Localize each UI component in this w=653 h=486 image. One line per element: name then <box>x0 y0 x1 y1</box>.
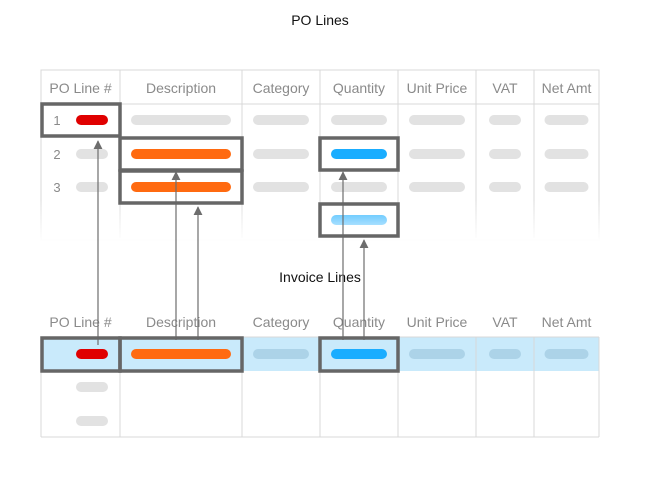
po-table-row: 1 <box>53 113 589 128</box>
invoice_section-header-category: Category <box>253 314 310 330</box>
po-cell-placeholder <box>131 182 231 192</box>
po-cell-placeholder <box>409 149 465 159</box>
po-cell-placeholder <box>76 182 108 192</box>
po_section-header-vat: VAT <box>492 80 518 96</box>
frame-po-line-2-quantity <box>318 136 400 172</box>
po-cell-placeholder <box>253 182 309 192</box>
frame-po-extra-quantity <box>318 202 400 238</box>
invoice-lines-table: PO Line # Description Category Quantity Unit… <box>40 314 600 438</box>
invoice_section-header-vat: VAT <box>492 314 518 330</box>
po-cell-placeholder <box>544 149 589 159</box>
po-cell-placeholder <box>76 115 108 125</box>
po_section-header-category: Category <box>253 80 310 96</box>
invoice-cell-placeholder <box>76 382 108 392</box>
invoice-cell-placeholder <box>76 416 108 426</box>
invoice_section-header-quantity: Quantity <box>333 314 385 330</box>
invoice_section-header-unit-price: Unit Price <box>407 314 468 330</box>
po_section-header-quantity: Quantity <box>333 80 385 96</box>
po-cell-placeholder <box>489 182 521 192</box>
po-row-number: 1 <box>53 113 60 128</box>
po-cell-placeholder <box>331 149 387 159</box>
po-cell-placeholder <box>76 149 108 159</box>
invoice-cell-placeholder <box>409 349 465 359</box>
invoice_section-header-net-amt: Net Amt <box>542 314 592 330</box>
po-cell-placeholder <box>331 182 387 192</box>
frame-invoice-quantity <box>318 336 400 373</box>
invoice-cell-placeholder <box>253 349 309 359</box>
po_section-header-po-line: PO Line # <box>49 80 111 96</box>
po_section-header-description: Description <box>146 80 216 96</box>
po-cell-placeholder <box>409 115 465 125</box>
invoice-cell-placeholder <box>489 349 521 359</box>
invoice-table-row <box>76 416 108 426</box>
invoice-cell-placeholder <box>544 349 589 359</box>
po_section-header-net-amt: Net Amt <box>542 80 592 96</box>
invoice-cell-placeholder <box>331 349 387 359</box>
invoice-cell-placeholder <box>131 349 231 359</box>
po-header-row: PO Line # Description Category Quantity Unit… <box>49 80 591 96</box>
po-rows: 1 2 3 <box>53 113 589 225</box>
invoice-table-row <box>76 382 108 392</box>
po-table-row: 3 <box>53 180 589 195</box>
po-cell-placeholder <box>131 149 231 159</box>
po-cell-placeholder <box>131 115 231 125</box>
po-cell-placeholder <box>489 115 521 125</box>
frame-po-line-1-number <box>40 102 122 138</box>
po-cell-placeholder <box>331 115 387 125</box>
invoice-lines-title: Invoice Lines <box>279 269 361 285</box>
invoice_section-header-description: Description <box>146 314 216 330</box>
po-cell-placeholder <box>253 149 309 159</box>
invoice-header-row: PO Line # Description Category Quantity Unit… <box>49 314 591 330</box>
po-cell-placeholder <box>489 149 521 159</box>
frame-po-line-3-description <box>118 169 244 205</box>
po-cell-placeholder <box>409 182 465 192</box>
po-row-number: 2 <box>53 147 60 162</box>
matching-arrows <box>93 140 369 345</box>
po-table-row: 2 <box>53 147 589 162</box>
po-cell-placeholder <box>253 115 309 125</box>
po-cell-placeholder <box>544 115 589 125</box>
invoice-rows <box>76 349 589 426</box>
invoice-cell-placeholder <box>76 349 108 359</box>
frame-invoice-description <box>118 336 244 373</box>
invoice-table-row <box>76 349 589 359</box>
po-lines-title: PO Lines <box>291 12 349 28</box>
po-cell-placeholder <box>544 182 589 192</box>
invoice_section-header-po-line: PO Line # <box>49 314 111 330</box>
po_section-header-unit-price: Unit Price <box>407 80 468 96</box>
po-row-number: 3 <box>53 180 60 195</box>
match-frames <box>40 102 400 373</box>
